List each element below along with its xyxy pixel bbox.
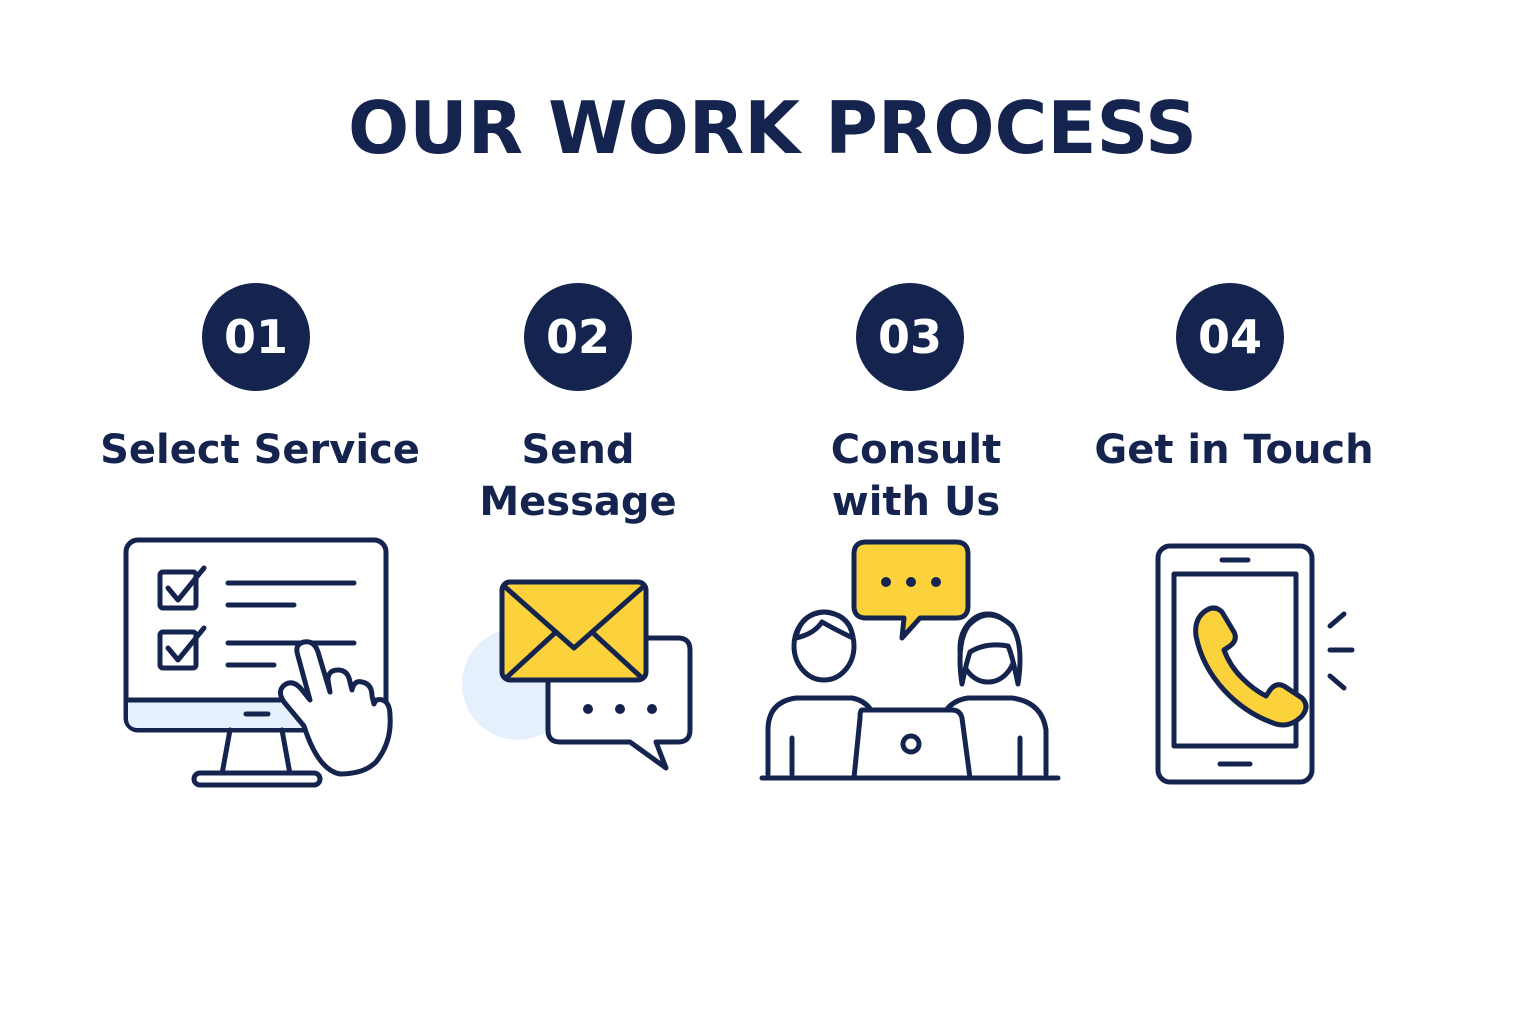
step-label: Send Message <box>479 427 677 525</box>
step-number-badge: 03 <box>856 283 964 391</box>
consultation-people-laptop-icon <box>759 539 1061 781</box>
envelope-chat-icon <box>462 579 693 771</box>
step-number-badge: 04 <box>1176 283 1284 391</box>
step-label: Get in Touch <box>1094 427 1374 473</box>
step-label: Consult with Us <box>830 427 1002 525</box>
monitor-checklist-pointer-icon <box>123 537 393 788</box>
step-number-badge: 02 <box>524 283 632 391</box>
page-title: OUR WORK PROCESS <box>348 86 1198 170</box>
tablet-phone-call-icon <box>1155 543 1355 785</box>
step-number-badge: 01 <box>202 283 310 391</box>
step-label: Select Service <box>100 427 420 473</box>
